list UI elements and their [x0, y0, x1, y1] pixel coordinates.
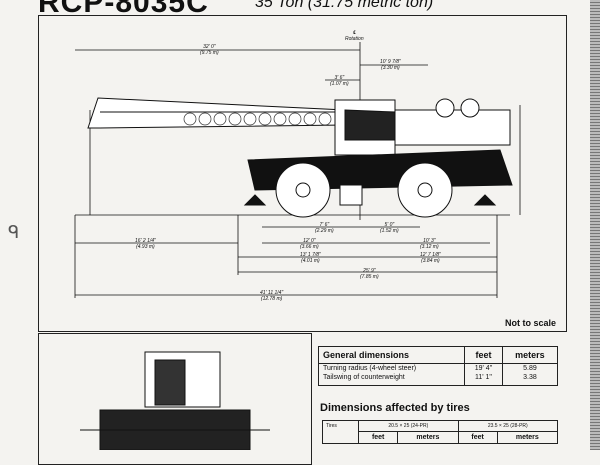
header-general: General dimensions	[317, 346, 466, 364]
header-meters: meters	[501, 346, 559, 364]
model-title: RCP-8035C	[38, 0, 209, 19]
dimension-label: 13' 1 7/8"(4.01 m)	[300, 252, 321, 264]
front-elevation-panel	[38, 333, 312, 465]
dimension-label: 32' 0"(9.75 m)	[200, 44, 219, 56]
dimension-label: 10' 3"(3.12 m)	[420, 238, 439, 250]
dimension-label: 12' 0"(3.66 m)	[300, 238, 319, 250]
tires-section-title: Dimensions affected by tires	[320, 402, 470, 414]
crane-side-drawing	[74, 42, 521, 450]
scan-edge	[590, 0, 600, 450]
dimension-label: 16' 2 1/4"(4.93 m)	[135, 238, 156, 250]
dimension-label: 3' 6"(1.07 m)	[330, 75, 349, 87]
dimension-label: 7' 6"(2.29 m)	[315, 222, 334, 234]
header-feet: feet	[464, 346, 503, 364]
centerline-rotation: ℄Rotation	[345, 30, 364, 42]
not-to-scale-note: Not to scale	[505, 318, 557, 328]
dimension-label: 5' 0"(1.52 m)	[380, 222, 399, 234]
dimension-label: 12' 7 1/8"(3.84 m)	[420, 252, 441, 264]
table-row: Turning radius (4-wheel steer)19' 4"5.89	[317, 363, 559, 373]
dimension-label: 10' 9 7/8"(3.30 m)	[380, 59, 401, 71]
dimension-label: 25' 9"(7.85 m)	[360, 268, 379, 280]
capacity-subtitle: 35 Ton (31.75 metric ton)	[255, 0, 434, 11]
side-elevation-panel	[38, 15, 567, 332]
scan-mark: ᑫ	[8, 222, 20, 242]
dimension-label: 41' 11 1/4"(12.78 m)	[260, 290, 284, 302]
